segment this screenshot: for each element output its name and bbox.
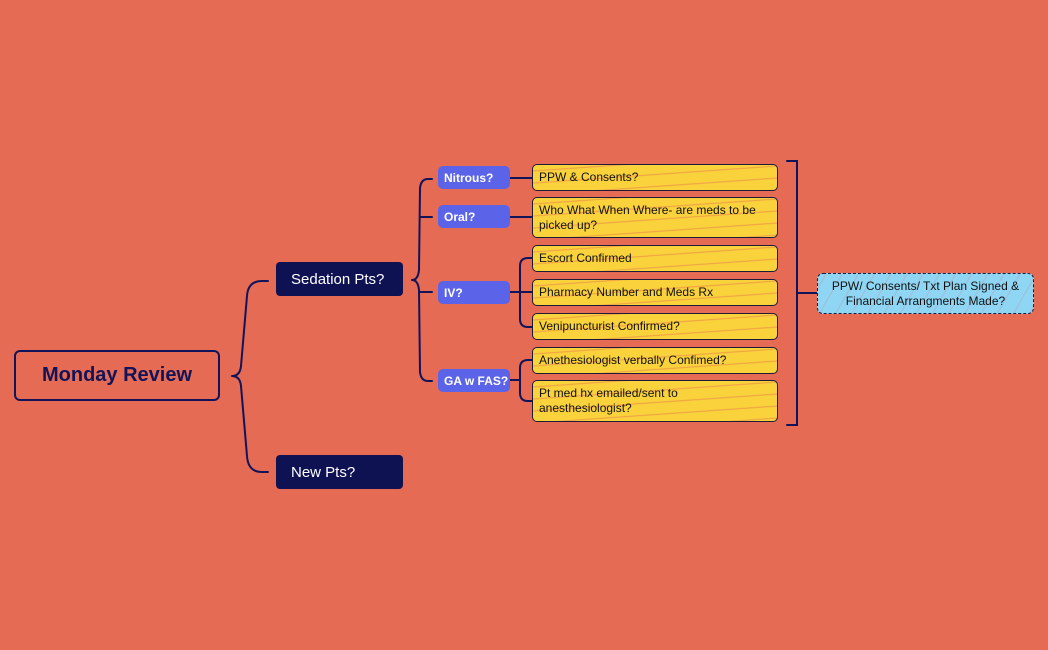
task-meds-pickup[interactable]: Who What When Where- are meds to be pick… xyxy=(532,197,778,238)
oral-node[interactable]: Oral? xyxy=(438,205,510,228)
sedation-pts-label: Sedation Pts? xyxy=(291,270,385,288)
summary-label: PPW/ Consents/ Txt Plan Signed & Financi… xyxy=(831,278,1020,308)
sedation-pts-node[interactable]: Sedation Pts? xyxy=(276,262,403,296)
ga-bracket xyxy=(509,359,533,402)
nitrous-node[interactable]: Nitrous? xyxy=(438,166,510,189)
root-node[interactable]: Monday Review xyxy=(14,350,220,401)
new-pts-label: New Pts? xyxy=(291,463,356,481)
root-label: Monday Review xyxy=(41,364,193,386)
task-venipuncturist[interactable]: Venipuncturist Confirmed? xyxy=(532,313,778,340)
task-escort[interactable]: Escort Confirmed xyxy=(532,245,778,272)
iv-bracket xyxy=(509,257,533,328)
ga-fas-label: GA w FAS? xyxy=(444,373,509,388)
task-venipuncturist-label: Venipuncturist Confirmed? xyxy=(539,319,680,333)
iv-node[interactable]: IV? xyxy=(438,281,510,304)
task-pharmacy-label: Pharmacy Number and Meds Rx xyxy=(539,285,714,299)
task-med-hx-label: Pt med hx emailed/sent to anesthesiologi… xyxy=(539,386,678,415)
iv-label: IV? xyxy=(444,285,463,300)
task-ppw-consents[interactable]: PPW & Consents? xyxy=(532,164,778,191)
new-pts-node[interactable]: New Pts? xyxy=(276,455,403,489)
task-med-hx[interactable]: Pt med hx emailed/sent to anesthesiologi… xyxy=(532,380,778,422)
nitrous-label: Nitrous? xyxy=(444,170,494,185)
summary-bracket xyxy=(786,160,818,426)
sedation-brace xyxy=(411,178,433,382)
task-anesthesiologist-label: Anethesiologist verbally Confimed? xyxy=(539,353,727,367)
task-anesthesiologist[interactable]: Anethesiologist verbally Confimed? xyxy=(532,347,778,374)
task-pharmacy[interactable]: Pharmacy Number and Meds Rx xyxy=(532,279,778,306)
ga-fas-node[interactable]: GA w FAS? xyxy=(438,369,510,392)
oral-label: Oral? xyxy=(444,209,476,224)
summary-node[interactable]: PPW/ Consents/ Txt Plan Signed & Financi… xyxy=(817,273,1034,314)
task-ppw-consents-label: PPW & Consents? xyxy=(539,170,639,184)
root-brace xyxy=(231,280,269,473)
task-escort-label: Escort Confirmed xyxy=(539,251,632,265)
task-meds-pickup-label: Who What When Where- are meds to be pick… xyxy=(539,202,756,232)
